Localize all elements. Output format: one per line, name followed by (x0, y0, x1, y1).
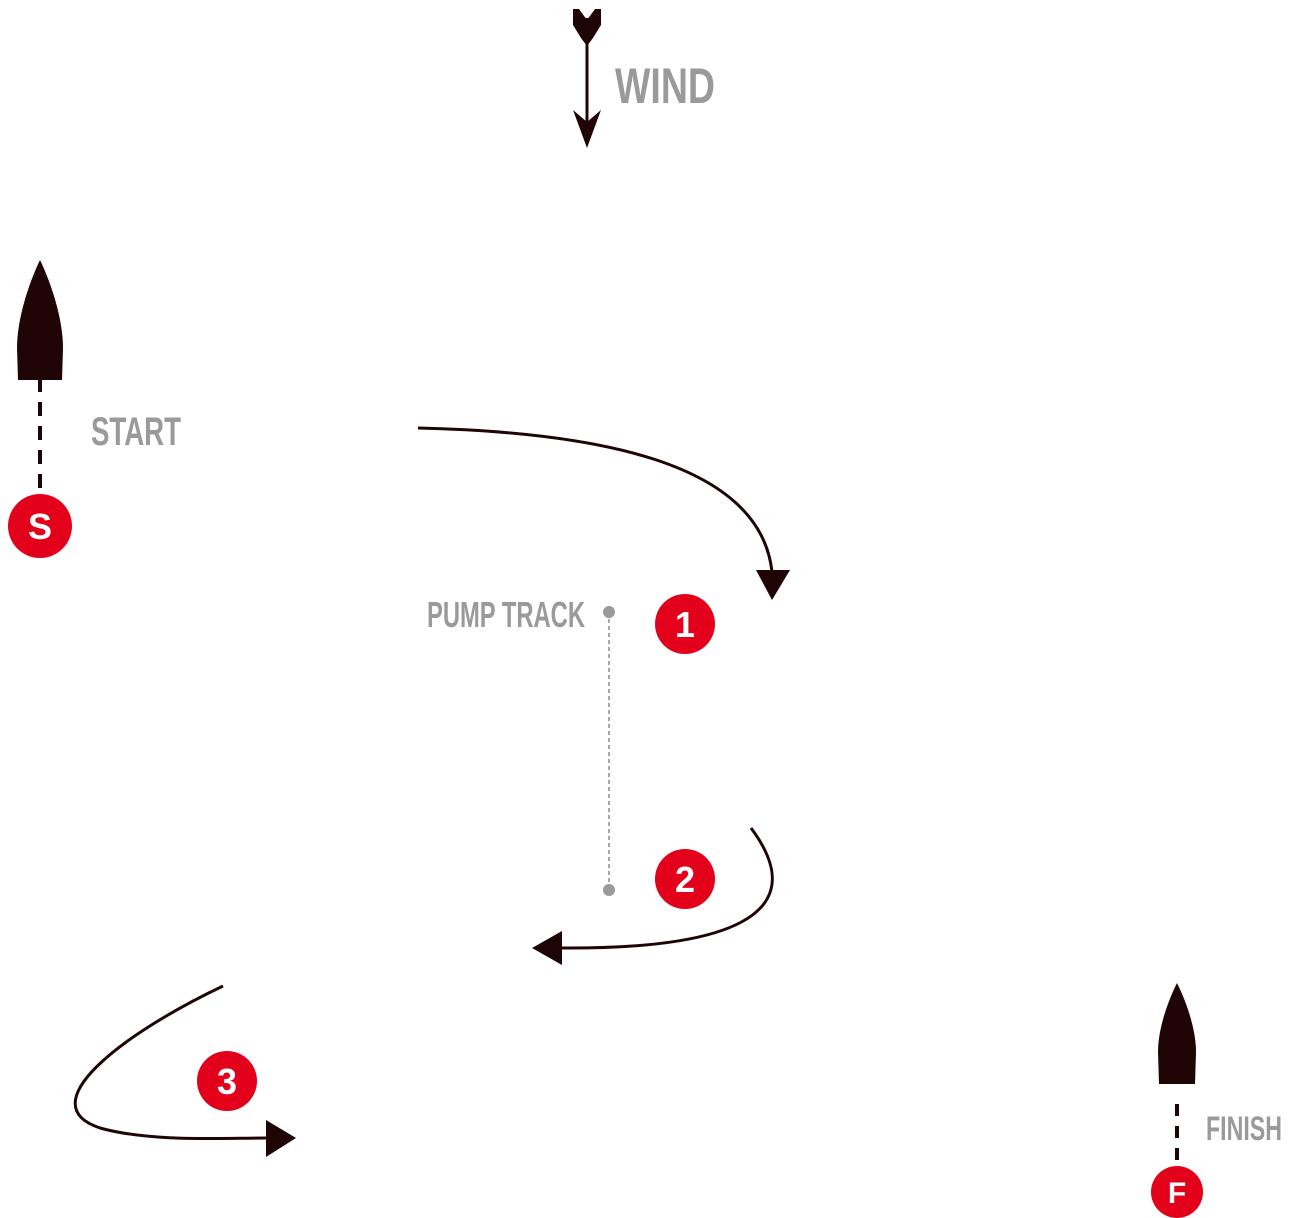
wind-arrow-icon (573, 9, 601, 148)
wind-label: WIND (615, 58, 715, 114)
pump-track-end-dot (603, 884, 615, 896)
mark-1: 1 (655, 594, 715, 654)
mark-3-icon (197, 1051, 257, 1111)
wind-indicator: WIND (573, 9, 715, 148)
mark-3-number: 3 (217, 1061, 237, 1102)
finish-mark: F (1151, 1166, 1203, 1218)
start-boat-icon (17, 260, 63, 380)
finish-mark-letter: F (1168, 1177, 1186, 1210)
course-legs (73, 426, 790, 1157)
mark-3: 3 (197, 1051, 257, 1111)
start-area: S START (8, 260, 181, 558)
mark-1-icon (655, 594, 715, 654)
mark-1-number: 1 (675, 604, 695, 645)
leg-arrow-to-mark-1 (417, 426, 774, 573)
leg-arrowhead-2 (532, 931, 562, 965)
leg-arrowhead-1 (756, 570, 790, 600)
mark-2-icon (655, 849, 715, 909)
pump-track-start-dot (603, 606, 615, 618)
finish-boat-icon (1158, 983, 1196, 1084)
leg-arrow-to-mark-2 (559, 827, 774, 950)
finish-label: FINISH (1206, 1110, 1282, 1148)
mark-2-number: 2 (675, 859, 695, 900)
mark-2: 2 (655, 849, 715, 909)
finish-area: F FINISH (1151, 983, 1282, 1218)
leg-arrow-to-mark-3 (73, 984, 269, 1141)
start-mark-letter: S (28, 506, 52, 547)
start-mark: S (8, 494, 72, 558)
pump-track-label: PUMP TRACK (427, 594, 585, 635)
start-label: START (91, 410, 181, 454)
leg-arrowhead-3 (266, 1120, 296, 1157)
pump-track: PUMP TRACK (427, 594, 615, 896)
